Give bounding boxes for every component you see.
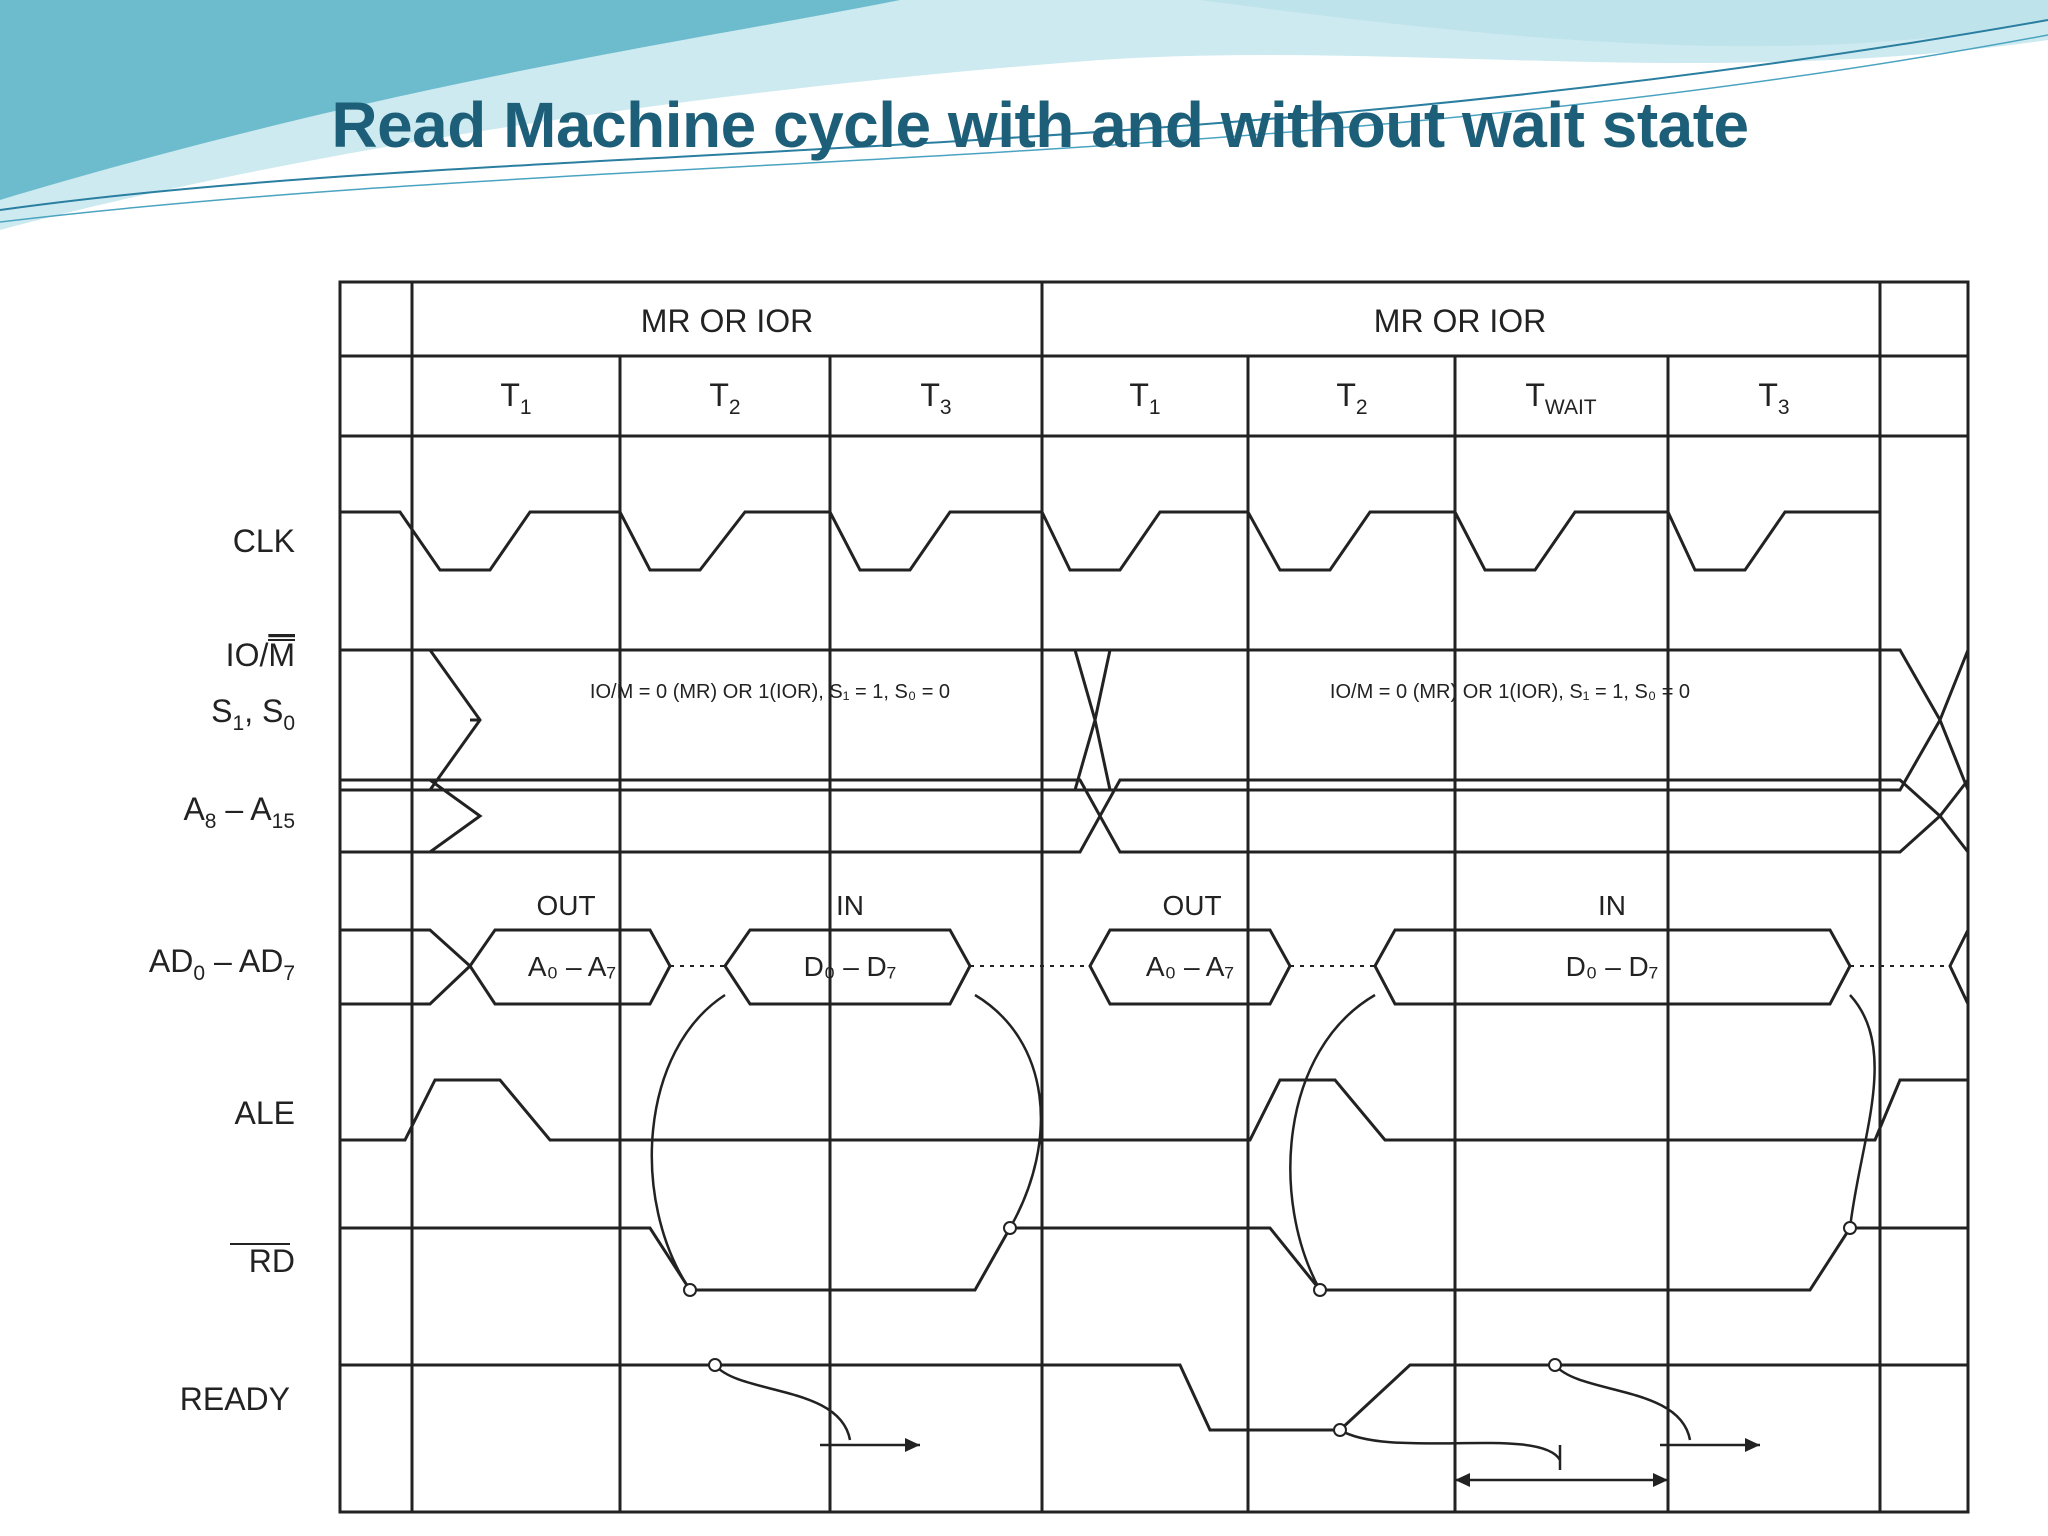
- rd-arc-3: [1289, 993, 1376, 1291]
- arrowhead: [1745, 1438, 1760, 1452]
- signal-label-ale: ALE: [235, 1095, 295, 1131]
- arc-node: [1843, 1221, 1857, 1235]
- header-banner: [0, 0, 2048, 230]
- data-label-2: D₀ – D₇: [1566, 951, 1659, 982]
- banner-swoosh-1: [0, 19, 2048, 211]
- clk-waveform: [340, 510, 1880, 572]
- arrowhead: [905, 1438, 920, 1452]
- in-label-2: IN: [1598, 890, 1626, 921]
- out-label-1: OUT: [536, 890, 595, 921]
- banner-swoosh-2: [0, 34, 2048, 223]
- in-label-1: IN: [836, 890, 864, 921]
- out-label-2: OUT: [1162, 890, 1221, 921]
- state-label-t1: T1: [1129, 377, 1160, 419]
- ready-waveform: [340, 1363, 1968, 1432]
- signal-label-ready: READY: [180, 1381, 290, 1417]
- banner-wave-right: [1200, 0, 2048, 47]
- signal-label-a8-a15: A8 – A15: [183, 791, 295, 833]
- status-label-1: IO/M = 0 (MR) OR 1(IOR), S₁ = 1, S₀ = 0: [590, 681, 950, 703]
- diagram-frame: [338, 280, 1970, 1514]
- rd-arc-2: [974, 993, 1043, 1229]
- state-label-t2: T2: [709, 377, 740, 419]
- arc-node: [1313, 1283, 1327, 1297]
- signal-label-clk: CLK: [233, 523, 295, 559]
- slide-title: Read Machine cycle with and without wait…: [331, 89, 1749, 161]
- ad0-ad7-bus-end: [1948, 929, 1970, 1005]
- addr-label-2: A₀ – A₇: [1146, 951, 1234, 982]
- arrowhead: [1455, 1473, 1470, 1487]
- state-label-t1: T1: [500, 377, 531, 419]
- addr-label-1: A₀ – A₇: [528, 951, 616, 982]
- data-label-1: D₀ – D₇: [804, 951, 897, 982]
- arc-node: [1548, 1358, 1562, 1372]
- ready-arrow-3: [1554, 1364, 1760, 1447]
- state-label-t3: T3: [920, 377, 951, 419]
- arc-node: [683, 1283, 697, 1297]
- cycle-label-1: MR OR IOR: [641, 303, 813, 339]
- ready-arrow-2: [1339, 1428, 1562, 1470]
- state-label-twait: TWAIT: [1525, 377, 1596, 419]
- cycle-label-2: MR OR IOR: [1374, 303, 1546, 339]
- rd-arc-4: [1848, 994, 1876, 1229]
- a8-a15-bus: [340, 778, 1970, 854]
- io-m-bus: [340, 648, 1970, 792]
- signal-label-rd: RD: [249, 1243, 295, 1279]
- status-label-2: IO/M = 0 (MR) OR 1(IOR), S₁ = 1, S₀ = 0: [1330, 681, 1690, 703]
- signal-label-ad0-ad7: AD0 – AD7: [149, 943, 295, 985]
- ready-arrow-1: [714, 1364, 920, 1447]
- signal-label-io-m: IO/M: [226, 637, 295, 673]
- rd-arc-1: [650, 993, 726, 1291]
- state-label-t3: T3: [1758, 377, 1789, 419]
- arc-node: [708, 1358, 722, 1372]
- banner-wave-front: [0, 0, 900, 200]
- signal-label-s1-s0: S1, S0: [211, 693, 295, 735]
- io-m-bus-edge: [470, 649, 1112, 791]
- arc-node: [1003, 1221, 1017, 1235]
- state-label-t2: T2: [1336, 377, 1367, 419]
- arc-node: [1333, 1423, 1347, 1437]
- arrowhead: [1653, 1473, 1668, 1487]
- rd-waveform: [340, 1226, 1968, 1292]
- ale-waveform: [340, 1078, 1968, 1142]
